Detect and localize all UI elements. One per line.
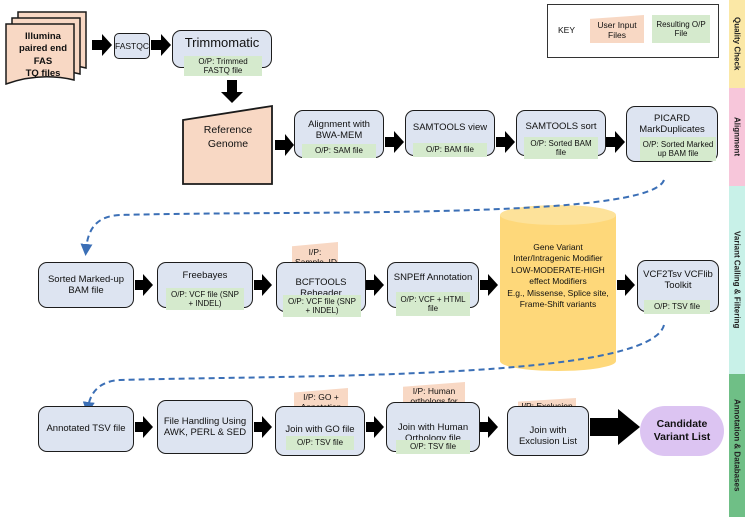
variant-cylinder — [500, 205, 616, 371]
dashed-vcf2tsv-annotated — [82, 324, 665, 414]
annotated-tsv-box: Annotated TSV file — [38, 406, 134, 452]
sorted-bam-box: Sorted Marked-up BAM file — [38, 262, 134, 308]
trimmomatic-output: O/P: Trimmed FASTQ file — [184, 56, 262, 76]
join-exclusion-box: Join with Exclusion List — [507, 406, 589, 456]
band-variant-calling: Variant Calling & Filtering — [729, 186, 745, 374]
band-alignment: Alignment — [729, 88, 745, 186]
reference-genome-shape — [182, 104, 273, 185]
bcftools-output: O/P: VCF file (SNP + INDEL) — [283, 295, 361, 317]
arrow-human-excl — [480, 416, 498, 438]
view-output: O/P: BAM file — [413, 143, 487, 157]
arrow-excl-candidate — [590, 409, 640, 445]
freebayes-output: O/P: VCF file (SNP + INDEL) — [166, 288, 244, 310]
picard-output: O/P: Sorted Marked up BAM file — [640, 137, 716, 161]
key-box: KEY User Input Files Resulting O/P File — [547, 4, 719, 58]
key-input: User Input Files — [590, 15, 644, 43]
vcf2tsv-output: O/P: TSV file — [644, 300, 710, 314]
file-handling-box: File Handling Using AWK, PERL & SED — [157, 400, 253, 454]
arrow-view-sort — [496, 131, 515, 153]
key-label: KEY — [558, 25, 576, 35]
arrow-sort-picard — [606, 131, 625, 153]
arrow-sorted-freebayes — [135, 274, 153, 296]
arrow-bcf-snpeff — [366, 274, 384, 296]
fastqc-box: FASTQC — [114, 33, 150, 59]
go-output: O/P: TSV file — [286, 436, 354, 450]
arrow-handling-go — [254, 416, 272, 438]
arrow-cyl-vcf2tsv — [617, 274, 635, 296]
candidate-variant-list: Candidate Variant List — [640, 406, 724, 456]
reference-genome-label: Reference Genome — [203, 124, 253, 150]
arrow-annotated-handling — [135, 416, 153, 438]
bwa-output: O/P: SAM file — [302, 144, 376, 158]
arrow-files-fastqc — [92, 34, 112, 56]
band-quality-check: Quality Check — [729, 0, 745, 88]
sort-output: O/P: Sorted BAM file — [524, 137, 598, 159]
arrow-go-human — [366, 416, 384, 438]
key-output: Resulting O/P File — [652, 15, 710, 43]
arrow-fastqc-trim — [151, 34, 171, 56]
dashed-picard-sorted — [80, 179, 665, 256]
arrow-ref-bwa — [275, 134, 294, 156]
arrow-snpeff-cyl — [480, 274, 498, 296]
snpeff-output: O/P: VCF + HTML file — [396, 292, 470, 316]
arrow-freebayes-bcf — [254, 274, 272, 296]
arrow-trim-down — [221, 80, 243, 103]
fastq-files-icon — [5, 11, 87, 86]
human-output: O/P: TSV file — [396, 440, 470, 454]
band-annotation: Annotation & Databases — [729, 374, 745, 517]
arrow-bwa-view — [385, 131, 404, 153]
